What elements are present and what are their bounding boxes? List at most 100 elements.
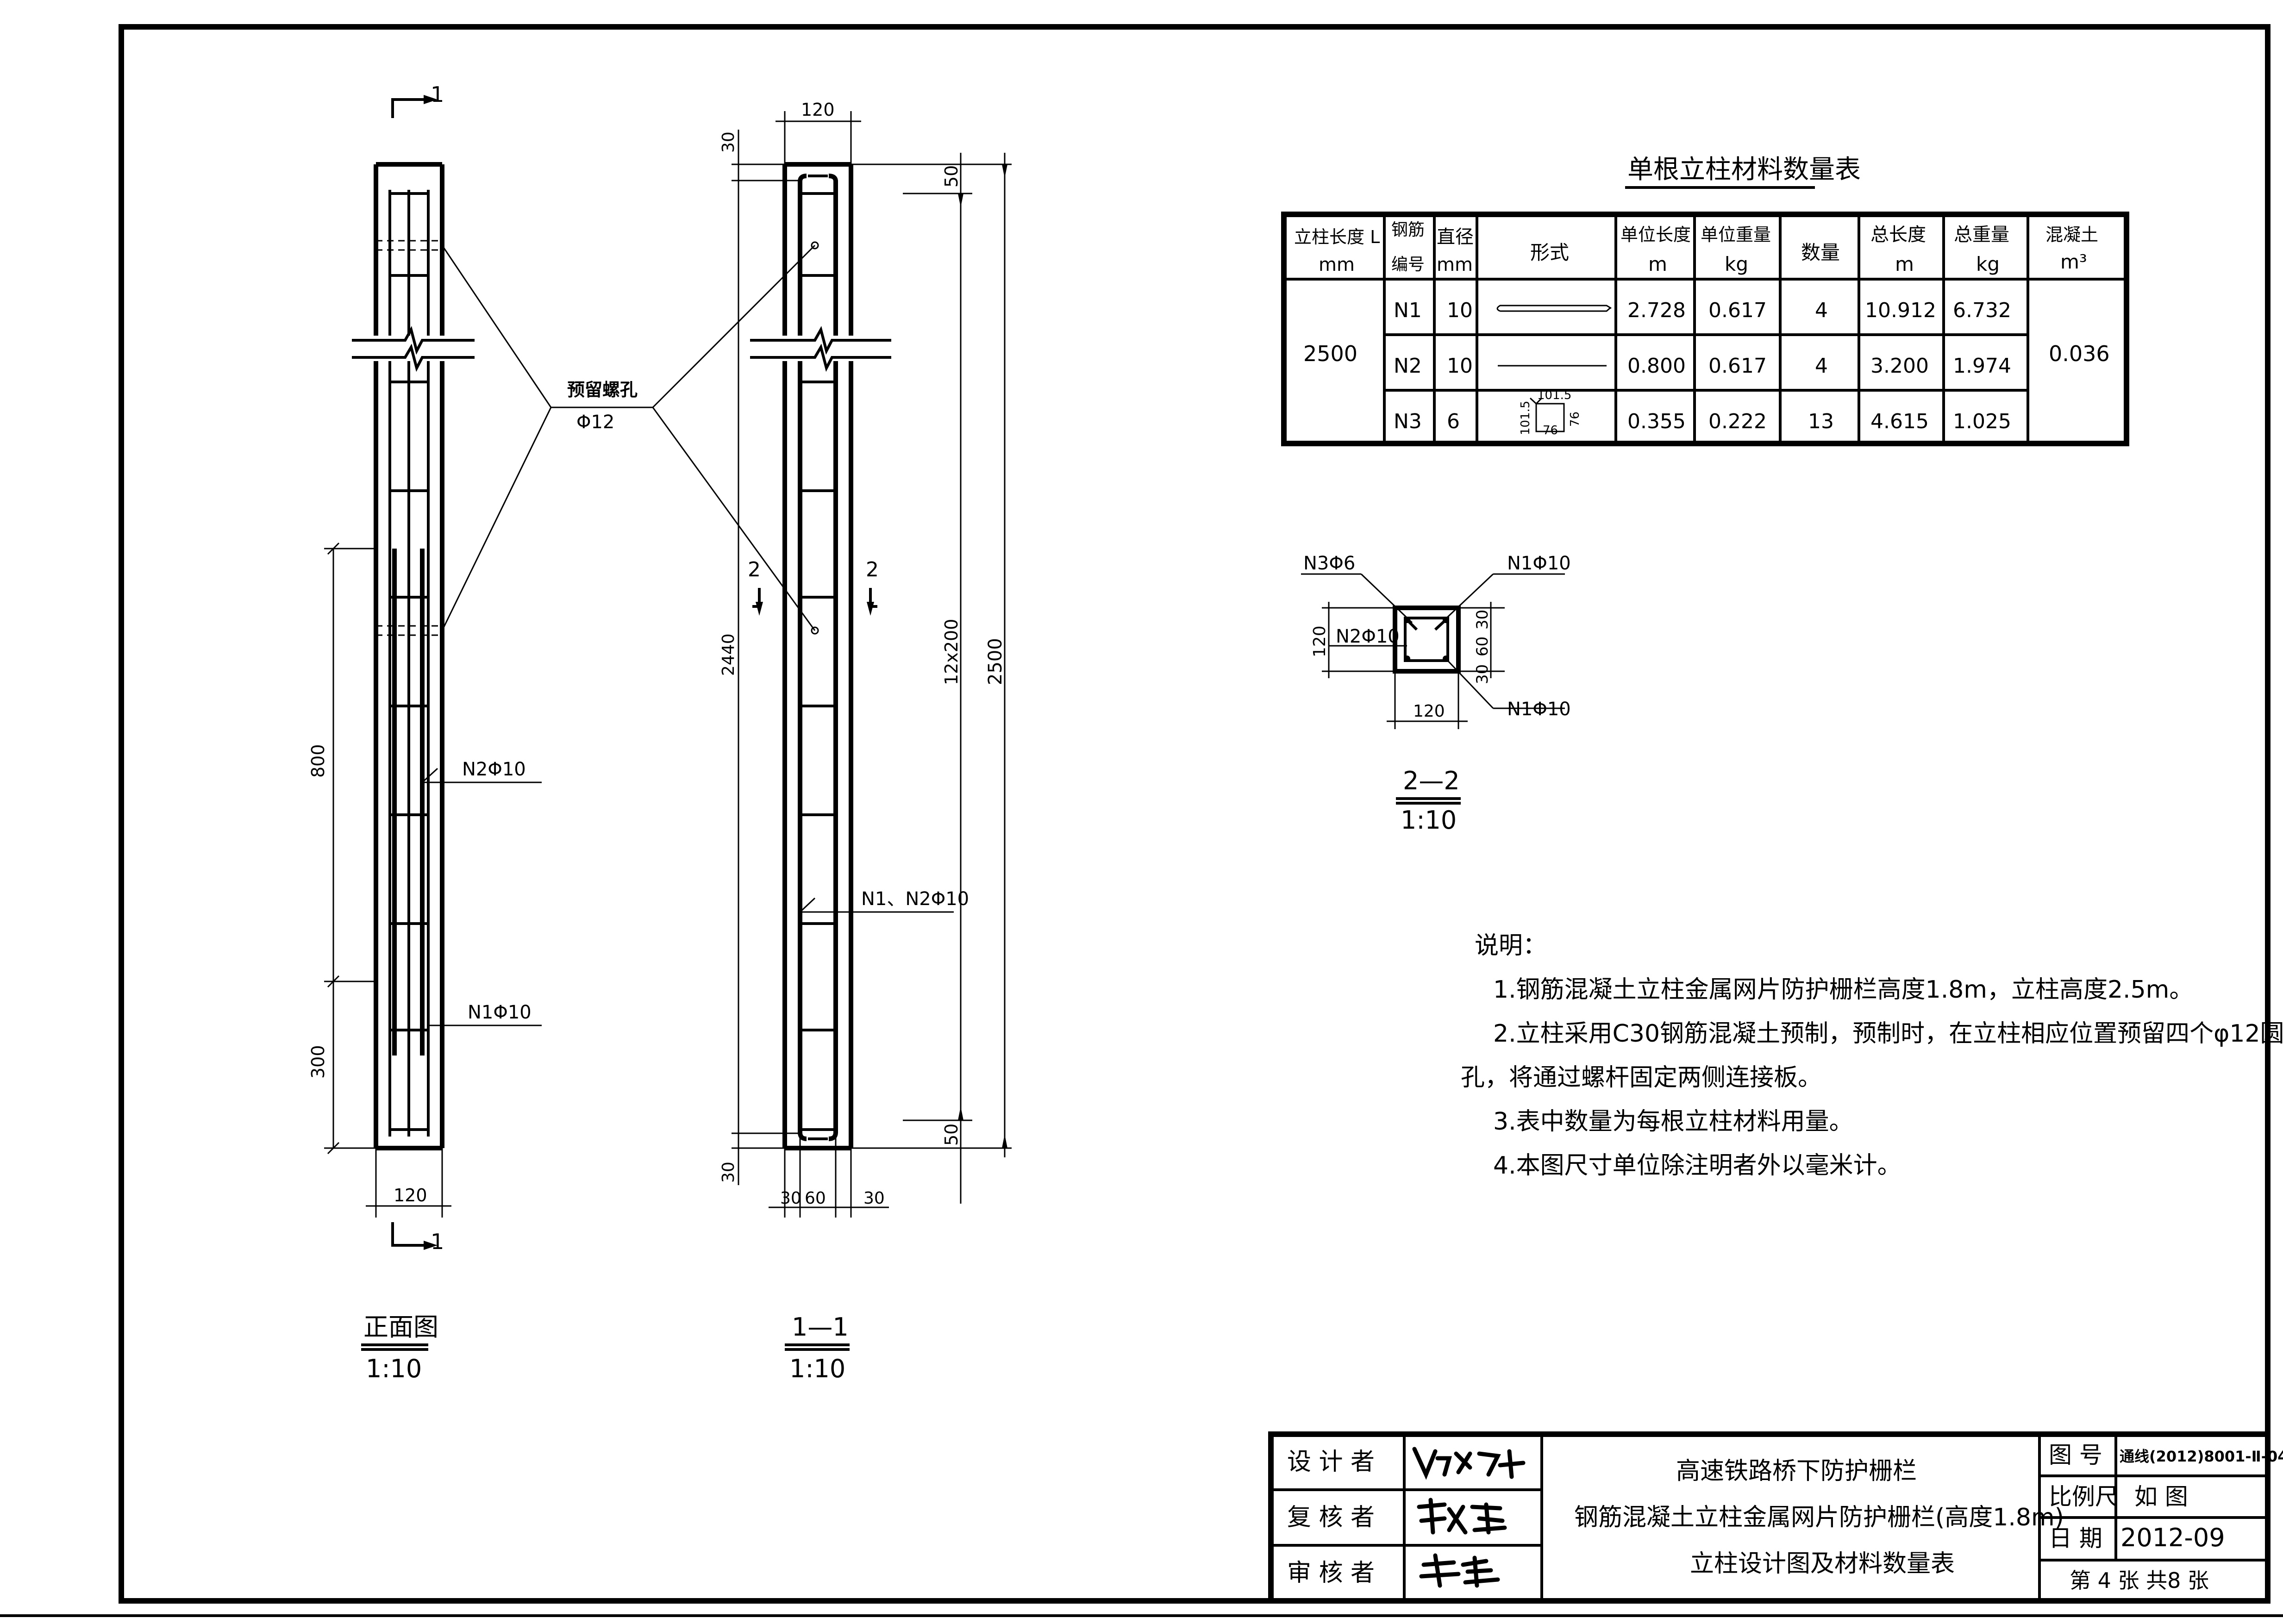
cell-n1-totalwt: 6.732 bbox=[1953, 299, 2011, 322]
section11-dim-top-120: 120 bbox=[801, 100, 835, 120]
designer-signature bbox=[1412, 1447, 1526, 1480]
th-dia-1: 直径 bbox=[1437, 226, 1474, 248]
cell-n2-unitlen: 0.800 bbox=[1627, 354, 1686, 378]
reviewer-signature bbox=[1419, 1553, 1500, 1588]
cell-n2-dia: 10 bbox=[1447, 354, 1473, 378]
th-totallen-2: m bbox=[1895, 253, 1914, 275]
note-4: 4.本图尺寸单位除注明者外以毫米计。 bbox=[1493, 1152, 1901, 1180]
cell-n1-unitlen: 2.728 bbox=[1627, 299, 1686, 322]
notes-heading: 说明： bbox=[1475, 932, 1547, 960]
section22-label-n3: N3Φ6 bbox=[1303, 553, 1355, 574]
drawing-no-label: 图 号 bbox=[2049, 1442, 2102, 1468]
drawing-title-line3: 立柱设计图及材料数量表 bbox=[1690, 1550, 1955, 1578]
cell-n1-unitwt: 0.617 bbox=[1708, 299, 1767, 322]
section22-dim-30b: 30 bbox=[1473, 610, 1492, 630]
shape-n3-stirrup: 101.5 101.5 76 76 bbox=[1519, 388, 1582, 437]
th-qty: 数量 bbox=[1801, 241, 1840, 264]
reviewer-label: 审 核 者 bbox=[1287, 1559, 1375, 1587]
cell-n1-qty: 4 bbox=[1815, 299, 1828, 322]
note-2-cont: 孔，将通过螺杆固定两侧连接板。 bbox=[1461, 1064, 1822, 1092]
notes: 说明： 1.钢筋混凝土立柱金属网片防护栅栏高度1.8m，立柱高度2.5m。 2.… bbox=[1461, 932, 2283, 1180]
section11-dim-top-50: 50 bbox=[941, 165, 962, 187]
cell-n1-id: N1 bbox=[1394, 299, 1422, 322]
section22-dim-height: 120 bbox=[1310, 625, 1329, 657]
th-totalwt-2: kg bbox=[1976, 253, 2000, 275]
section22-label-n2: N2Φ10 bbox=[1336, 626, 1400, 647]
note-3: 3.表中数量为每根立柱材料用量。 bbox=[1493, 1108, 1853, 1136]
shape-n1 bbox=[1496, 305, 1612, 312]
drawing-title-line1: 高速铁路桥下防护栅栏 bbox=[1676, 1457, 1917, 1485]
scale-label: 比例尺 bbox=[2049, 1483, 2118, 1510]
front-view-title: 正面图 bbox=[363, 1312, 438, 1342]
cell-n3-totallen: 4.615 bbox=[1870, 410, 1929, 433]
n3-dim-bottom: 76 bbox=[1543, 424, 1558, 437]
th-concrete-1: 混凝土 bbox=[2045, 225, 2098, 245]
section11-dim-top-30: 30 bbox=[719, 131, 738, 153]
front-section-mark-bottom: 1 bbox=[431, 1229, 444, 1254]
th-length-1: 立柱长度 L bbox=[1294, 227, 1380, 247]
drawing-title-line2: 钢筋混凝土立柱金属网片防护栅栏(高度1.8m) bbox=[1574, 1504, 2064, 1531]
th-unitlen-2: m bbox=[1648, 253, 1667, 275]
section11-dim-12x200: 12x200 bbox=[941, 619, 962, 685]
drawing-no: 通线(2012)8001-Ⅱ-04 bbox=[2120, 1448, 2283, 1465]
cell-n2-id: N2 bbox=[1394, 354, 1422, 378]
th-dia-2: mm bbox=[1437, 254, 1473, 275]
cell-n2-totalwt: 1.974 bbox=[1953, 354, 2011, 378]
checker-signature bbox=[1417, 1498, 1507, 1535]
checker-label: 复 核 者 bbox=[1287, 1504, 1375, 1531]
bolt-hole-size: Φ12 bbox=[576, 412, 614, 433]
section11-dim-bottom-30: 30 bbox=[719, 1162, 738, 1183]
th-form: 形式 bbox=[1530, 241, 1569, 264]
front-section-mark-top: 1 bbox=[431, 82, 444, 107]
section22-label-n1-bottom: N1Φ10 bbox=[1507, 699, 1571, 720]
n3-dim-right: 76 bbox=[1568, 412, 1582, 427]
date-value: 2012-09 bbox=[2120, 1523, 2225, 1552]
section11-label-bars: N1、N2Φ10 bbox=[861, 888, 969, 910]
bolt-hole-label: 预留螺孔 bbox=[567, 380, 638, 400]
section11-dim-2440: 2440 bbox=[719, 633, 738, 676]
section22-title: 2—2 bbox=[1403, 766, 1460, 795]
section11-dim-bottom-left-30: 30 bbox=[780, 1189, 801, 1208]
section-2-mark-right: 2 bbox=[866, 558, 879, 581]
cell-n3-id: N3 bbox=[1394, 410, 1422, 433]
material-table: 单根立柱材料数量表 立柱长度 L mm 钢筋 编号 直径 mm 形式 单位长度 … bbox=[1281, 155, 2129, 446]
scale-value: 如 图 bbox=[2134, 1483, 2188, 1510]
th-unitwt-2: kg bbox=[1725, 253, 1748, 275]
cell-n1-dia: 10 bbox=[1447, 299, 1473, 322]
section22-dim-width: 120 bbox=[1413, 702, 1445, 721]
section11-dim-bottom-right-30: 30 bbox=[863, 1189, 885, 1208]
section22-label-n1-top: N1Φ10 bbox=[1507, 553, 1571, 574]
cell-n3-dia: 6 bbox=[1447, 410, 1460, 433]
title-block: 设 计 者 复 核 者 审 核 者 高速铁路桥下防护栅栏 钢筋混凝土立柱金属网片… bbox=[1268, 1431, 2283, 1604]
cell-concrete: 0.036 bbox=[2049, 341, 2110, 366]
bolt-hole-callout: 预留螺孔 Φ12 bbox=[441, 244, 816, 631]
section-1-1-view: 2 2 120 30 2440 30 50 12x200 50 2500 bbox=[719, 100, 1012, 1383]
th-totalwt-1: 总重量 bbox=[1954, 224, 2009, 245]
front-label-n2: N2Φ10 bbox=[462, 759, 526, 780]
section11-title: 1—1 bbox=[792, 1312, 849, 1342]
section22-dim-30a: 30 bbox=[1473, 664, 1492, 684]
section11-dim-2500: 2500 bbox=[985, 638, 1006, 685]
th-concrete-2: m³ bbox=[2060, 250, 2087, 273]
designer-label: 设 计 者 bbox=[1287, 1448, 1375, 1476]
section-2-mark-left: 2 bbox=[748, 558, 761, 581]
section22-scale: 1:10 bbox=[1401, 806, 1457, 835]
cell-column-length: 2500 bbox=[1303, 341, 1357, 366]
front-label-n1: N1Φ10 bbox=[468, 1002, 532, 1023]
cell-n3-totalwt: 1.025 bbox=[1953, 410, 2011, 433]
th-totallen-1: 总长度 bbox=[1870, 224, 1926, 245]
cell-n1-totallen: 10.912 bbox=[1865, 299, 1936, 322]
cell-n2-totallen: 3.200 bbox=[1870, 354, 1929, 378]
material-table-title: 单根立柱材料数量表 bbox=[1627, 155, 1861, 185]
sheet-info: 第 4 张 共8 张 bbox=[2070, 1568, 2209, 1593]
cell-n3-unitlen: 0.355 bbox=[1627, 410, 1686, 433]
note-2: 2.立柱采用C30钢筋混凝土预制，预制时，在立柱相应位置预留四个φ12圆 bbox=[1493, 1020, 2283, 1048]
th-unitlen-1: 单位长度 bbox=[1620, 225, 1691, 245]
front-dim-120: 120 bbox=[394, 1185, 427, 1206]
front-dim-800: 800 bbox=[308, 744, 328, 778]
section11-scale: 1:10 bbox=[789, 1354, 845, 1383]
n3-dim-top: 101.5 bbox=[1537, 388, 1571, 402]
cell-n3-unitwt: 0.222 bbox=[1708, 410, 1767, 433]
note-1: 1.钢筋混凝土立柱金属网片防护栅栏高度1.8m，立柱高度2.5m。 bbox=[1493, 976, 2193, 1004]
